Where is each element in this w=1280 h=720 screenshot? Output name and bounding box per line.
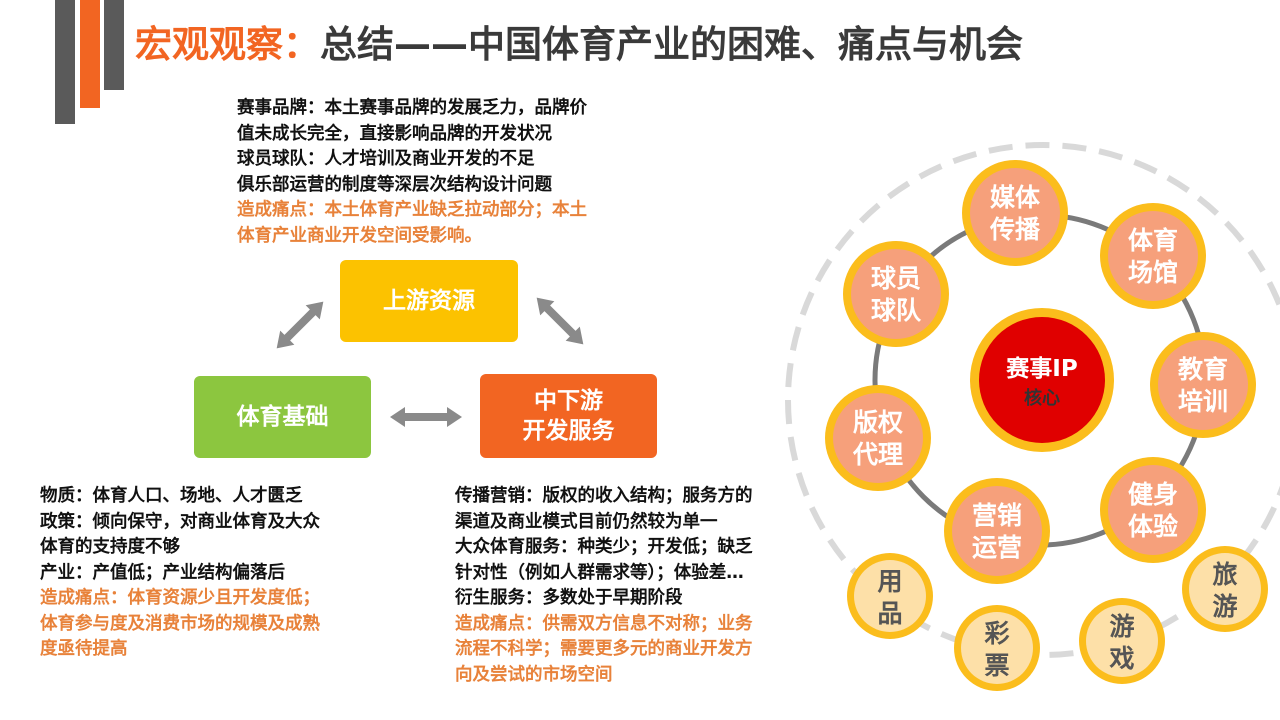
core-node: 赛事IP 核心 bbox=[970, 308, 1114, 452]
ring-node-label: 版权 bbox=[852, 408, 903, 437]
ring-node-label: 球员 bbox=[871, 264, 921, 293]
upstream-box-label: 上游资源 bbox=[383, 288, 475, 314]
outer-node-label: 品 bbox=[877, 599, 902, 628]
ring-node-label: 传播 bbox=[989, 215, 1041, 244]
page-title: 宏观观察：总结——中国体育产业的困难、痛点与机会 bbox=[135, 14, 1023, 68]
ring-node-players: 球员 球队 bbox=[843, 241, 949, 347]
core-label-1: 赛事IP bbox=[1005, 355, 1077, 382]
downstream-line: 大众体育服务：种类少；开发低；缺乏 bbox=[455, 537, 753, 557]
outer-node-label: 游 bbox=[1212, 592, 1237, 621]
ring-node-media: 媒体 传播 bbox=[962, 160, 1068, 266]
foundation-line: 政策：倾向保守，对商业体育及大众 bbox=[40, 511, 320, 532]
upstream-line: 俱乐部运营的制度等深层次结构设计问题 bbox=[237, 174, 552, 195]
downstream-pain-line: 造成痛点：供需双方信息不对称；业务 bbox=[455, 613, 753, 634]
foundation-line: 产业：产值低；产业结构偏落后 bbox=[40, 562, 285, 583]
foundation-box-label: 体育基础 bbox=[236, 404, 329, 430]
downstream-box-label-1: 中下游 bbox=[534, 388, 603, 414]
ring-node-label: 体验 bbox=[1128, 512, 1178, 541]
outer-node-label: 戏 bbox=[1108, 644, 1134, 673]
upstream-line: 球员球队：人才培训及商业开发的不足 bbox=[237, 149, 535, 169]
ring-node-label: 营销 bbox=[972, 501, 1022, 530]
title-highlight: 宏观观察： bbox=[135, 23, 320, 66]
title-rest: 总结——中国体育产业的困难、痛点与机会 bbox=[320, 23, 1023, 66]
ring-node-label: 运营 bbox=[972, 533, 1022, 562]
outer-node-label: 票 bbox=[984, 651, 1009, 680]
ring-node-label: 体育 bbox=[1128, 226, 1178, 255]
outer-node-label: 游 bbox=[1109, 612, 1134, 641]
core-label-2: 核心 bbox=[1024, 387, 1060, 409]
ring-node-venue: 体育 场馆 bbox=[1100, 203, 1206, 309]
downstream-line: 衍生服务：多数处于早期阶段 bbox=[455, 588, 683, 608]
downstream-line: 传播营销：版权的收入结构；服务方的 bbox=[455, 486, 753, 506]
downstream-pain-line: 向及尝试的市场空间 bbox=[455, 664, 613, 685]
deco-bar-grey-right bbox=[104, 0, 124, 90]
flow-arrows bbox=[276, 297, 584, 427]
ring-node-label: 球队 bbox=[871, 296, 922, 325]
downstream-pain-line: 流程不科学；需要更多元的商业开发方 bbox=[455, 639, 753, 659]
foundation-description: 物质：体育人口、场地、人才匮乏 政策：倾向保守，对商业体育及大众 体育的支持度不… bbox=[40, 484, 320, 663]
ring-node-label: 媒体 bbox=[990, 183, 1041, 212]
foundation-box: 体育基础 bbox=[194, 376, 371, 458]
upstream-line: 值未成长完全，直接影响品牌的开发状况 bbox=[237, 123, 552, 144]
upstream-description: 赛事品牌：本土赛事品牌的发展乏力，品牌价 值未成长完全，直接影响品牌的开发状况 … bbox=[237, 96, 587, 249]
ring-node-label: 培训 bbox=[1178, 387, 1228, 416]
outer-node-games: 游 戏 bbox=[1079, 598, 1165, 684]
downstream-description: 传播营销：版权的收入结构；服务方的 渠道及商业模式目前仍然较为单一 大众体育服务… bbox=[455, 484, 753, 688]
ecosystem-ring-diagram: 赛事IP 核心 媒体 传播 体育 场馆 教育 培训 健身 体验 营销 运营 版权… bbox=[785, 142, 1280, 691]
foundation-pain-line: 度亟待提高 bbox=[40, 639, 128, 659]
outer-node-lottery: 彩 票 bbox=[954, 605, 1040, 691]
downstream-line: 针对性（例如人群需求等）；体验差… bbox=[455, 562, 744, 583]
deco-bar-grey-left bbox=[55, 0, 75, 124]
outer-node-label: 用 bbox=[877, 567, 902, 596]
ring-node-copyright: 版权 代理 bbox=[825, 385, 931, 491]
ring-node-marketing: 营销 运营 bbox=[944, 478, 1050, 584]
upstream-pain-line: 体育产业商业开发空间受影响。 bbox=[237, 225, 482, 246]
arrow-foundation-downstream bbox=[390, 407, 462, 427]
foundation-pain-line: 造成痛点：体育资源少且开发度低； bbox=[40, 588, 320, 608]
upstream-line: 赛事品牌：本土赛事品牌的发展乏力，品牌价 bbox=[237, 98, 587, 118]
downstream-line: 渠道及商业模式目前仍然较为单一 bbox=[455, 511, 718, 532]
foundation-pain-line: 体育参与度及消费市场的规模及成熟 bbox=[40, 613, 320, 634]
outer-node-goods: 用 品 bbox=[847, 553, 933, 639]
outer-node-travel: 旅 游 bbox=[1182, 546, 1268, 632]
downstream-box: 中下游 开发服务 bbox=[480, 374, 657, 458]
foundation-line: 物质：体育人口、场地、人才匮乏 bbox=[40, 486, 303, 506]
upstream-pain-line: 造成痛点：本土体育产业缺乏拉动部分；本土 bbox=[237, 200, 587, 220]
deco-bar-orange bbox=[80, 0, 100, 108]
arrow-foundation-upstream bbox=[276, 301, 324, 349]
foundation-line: 体育的支持度不够 bbox=[40, 537, 180, 557]
outer-dashed-circle bbox=[785, 142, 1280, 658]
ring-node-label: 健身 bbox=[1128, 480, 1178, 509]
ring-node-label: 场馆 bbox=[1128, 258, 1178, 287]
ring-node-fitness: 健身 体验 bbox=[1100, 457, 1206, 563]
ring-node-education: 教育 培训 bbox=[1150, 332, 1256, 438]
ring-node-label: 代理 bbox=[852, 440, 903, 469]
outer-node-label: 彩 bbox=[984, 619, 1009, 648]
outer-node-label: 旅 bbox=[1212, 560, 1237, 589]
downstream-box-label-2: 开发服务 bbox=[522, 418, 615, 444]
upstream-box: 上游资源 bbox=[340, 260, 518, 342]
arrow-upstream-downstream bbox=[536, 297, 584, 345]
ring-node-label: 教育 bbox=[1178, 355, 1228, 384]
